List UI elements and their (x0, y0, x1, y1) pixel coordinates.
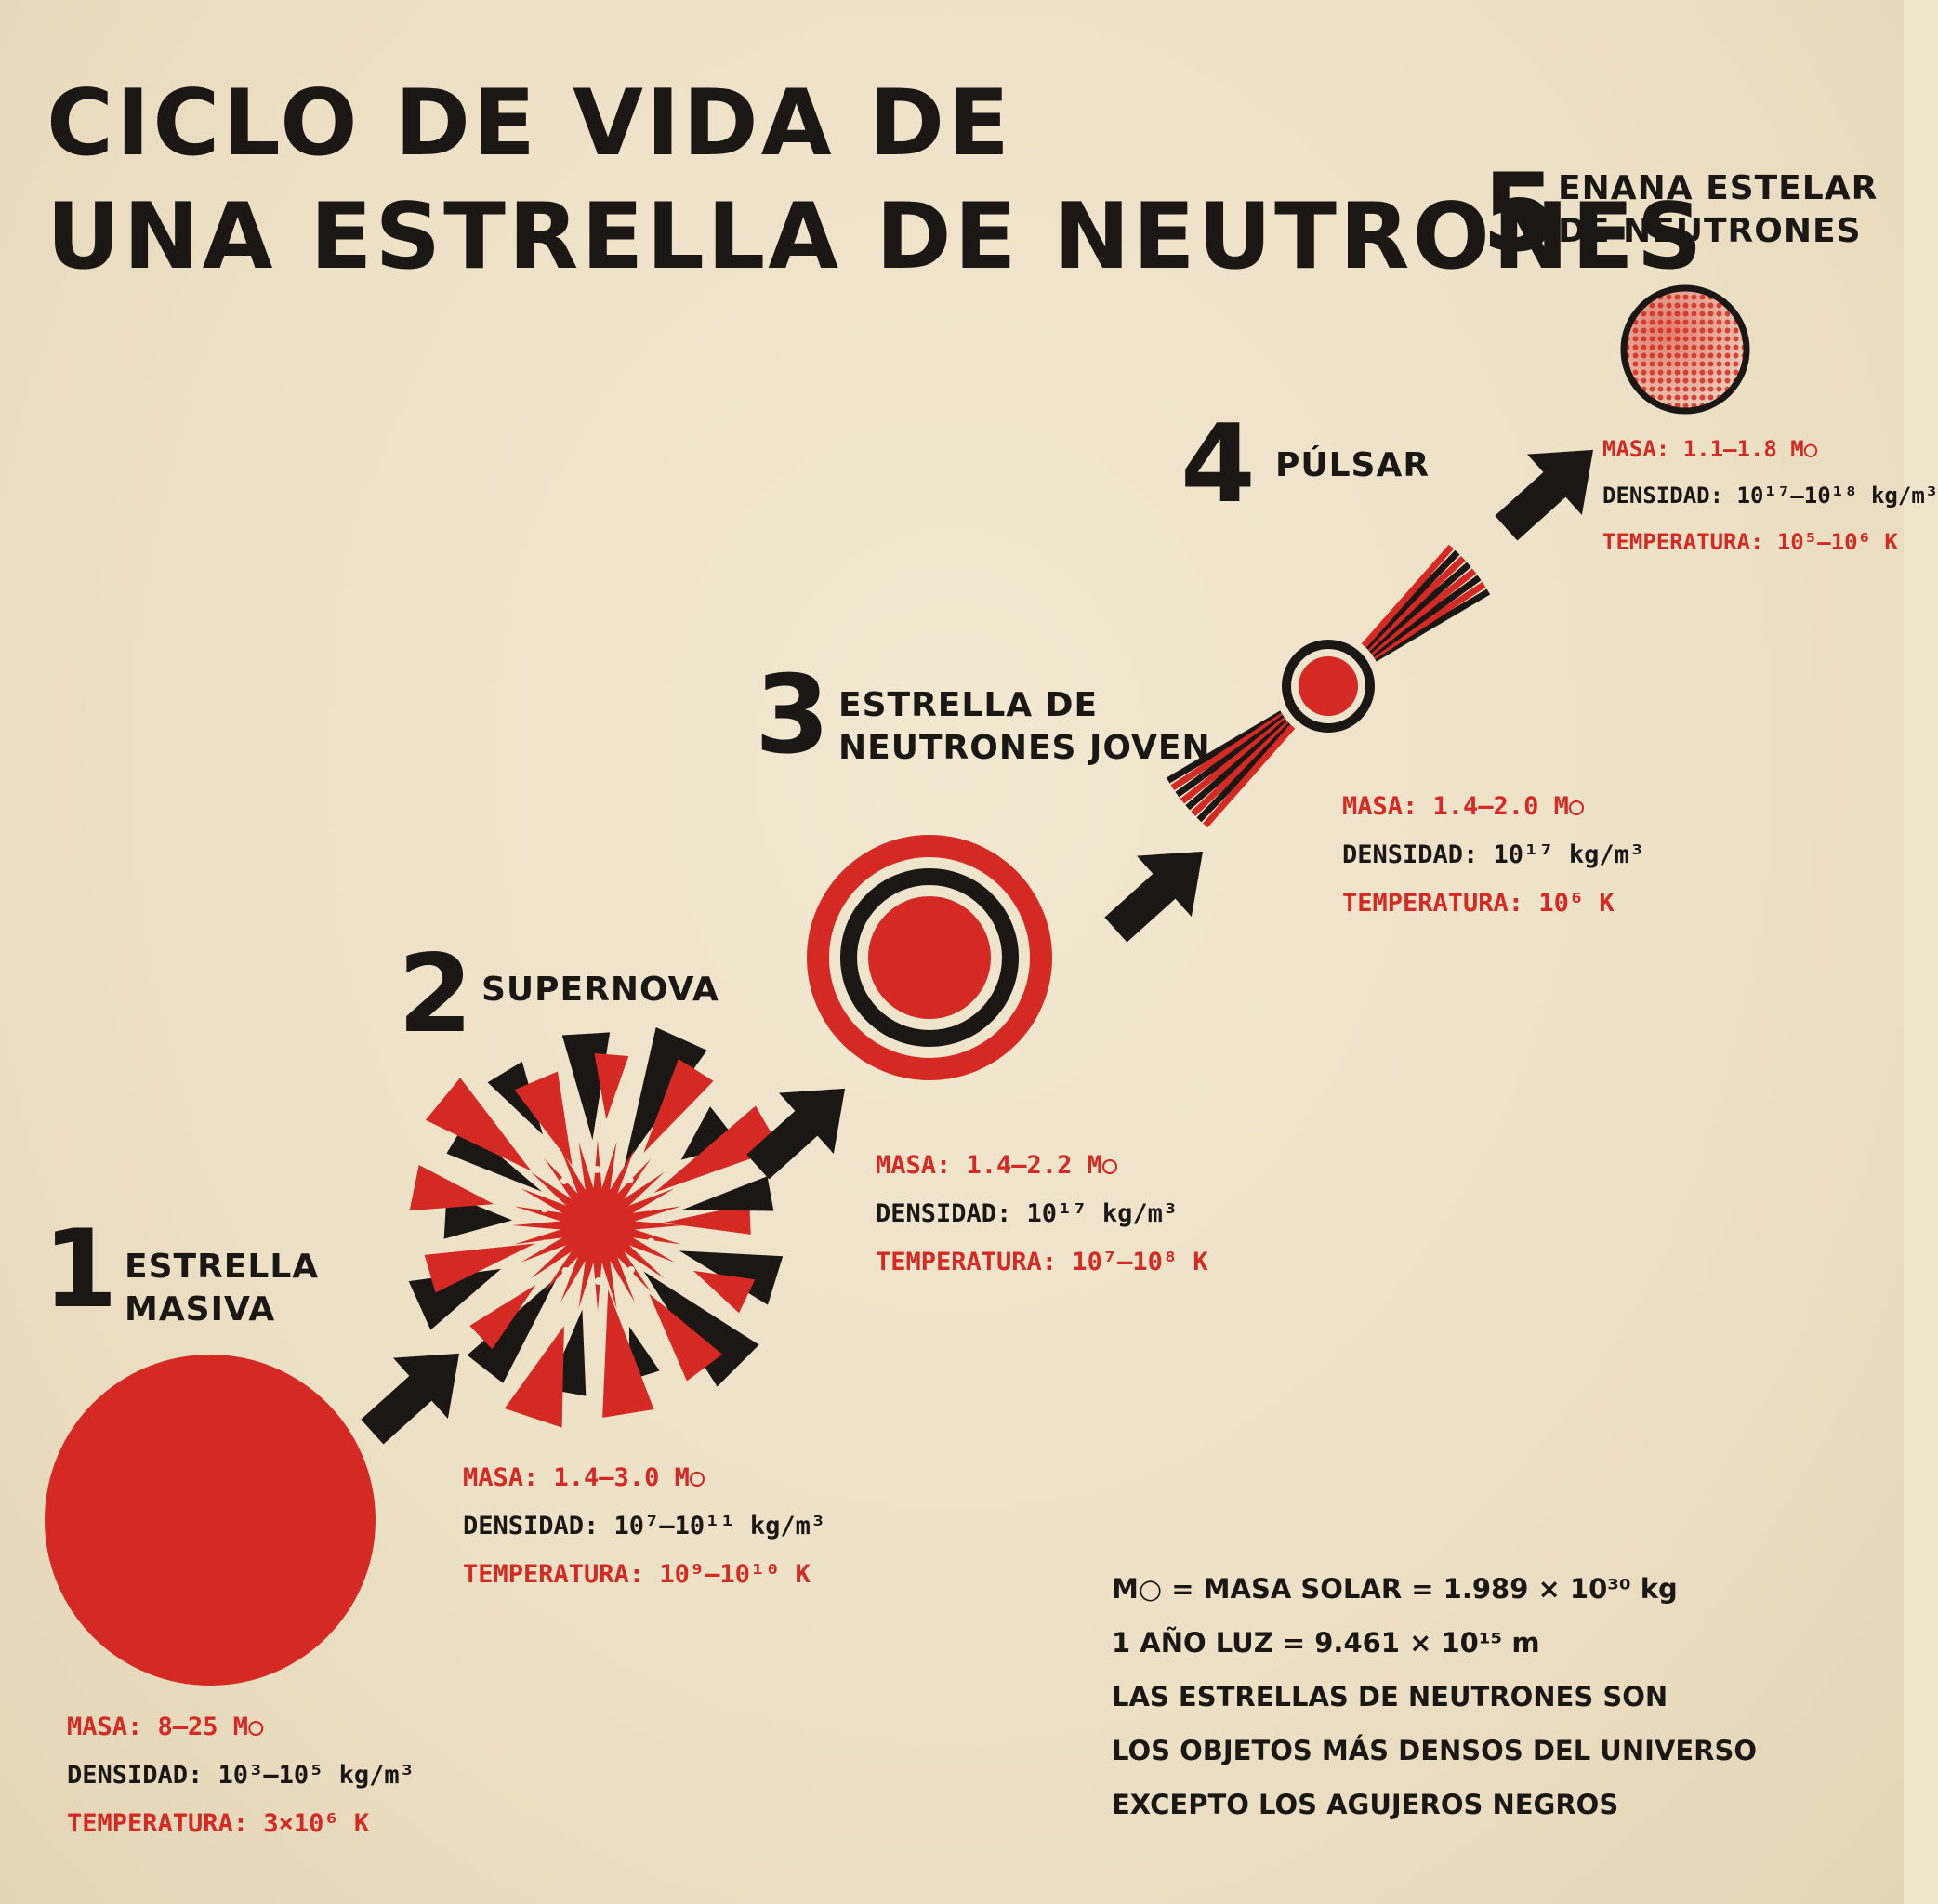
stage-3-name-line-2: NEUTRONES JOVEN (838, 729, 1211, 767)
stage-1-densidad: DENSIDAD: 10³–10⁵ kg/m³ (67, 1761, 415, 1790)
note-line-3: LAS ESTRELLAS DE NEUTRONES SON (1112, 1681, 1668, 1712)
stage-3-stats: MASA: 1.4–2.2 M○ DENSIDAD: 10¹⁷ kg/m³ TE… (876, 1142, 1208, 1287)
stage-4-name-line-1: PÚLSAR (1275, 446, 1430, 484)
title-line-1: CICLO DE VIDA DE (46, 71, 1013, 177)
stage-5-masa: MASA: 1.1–1.8 M○ (1602, 436, 1818, 462)
stage-4-stats: MASA: 1.4–2.0 M○ DENSIDAD: 10¹⁷ kg/m³ TE… (1342, 783, 1644, 928)
stage-3-name-line-1: ESTRELLA DE (838, 686, 1099, 724)
page-title: CICLO DE VIDA DE UNA ESTRELLA DE NEUTRON… (46, 67, 1705, 294)
stage-3-densidad: DENSIDAD: 10¹⁷ kg/m³ (876, 1199, 1179, 1228)
stage-4-name: PÚLSAR (1275, 444, 1430, 487)
stage-2-name-line-1: SUPERNOVA (481, 971, 719, 1009)
stage-1-name-line-1: ESTRELLA (125, 1248, 320, 1286)
stage-3-masa: MASA: 1.4–2.2 M○ (876, 1151, 1118, 1180)
stage-1-name-line-2: MASIVA (125, 1290, 276, 1329)
stage-2-name: SUPERNOVA (481, 969, 719, 1012)
stage-1-temperatura: TEMPERATURA: 3×10⁶ K (67, 1809, 370, 1838)
stage-4-temperatura: TEMPERATURA: 10⁶ K (1342, 889, 1615, 918)
stage-3-number: 3 (755, 653, 830, 778)
stage-2-densidad: DENSIDAD: 10⁷–10¹¹ kg/m³ (463, 1512, 826, 1540)
stage-2-masa: MASA: 1.4–3.0 M○ (463, 1463, 705, 1492)
stage-4-masa: MASA: 1.4–2.0 M○ (1342, 792, 1585, 821)
stage-1-stats: MASA: 8–25 M○ DENSIDAD: 10³–10⁵ kg/m³ TE… (67, 1703, 415, 1848)
concentric-rings-icon (807, 835, 1052, 1080)
title-line-2: UNA ESTRELLA DE NEUTRONES (46, 184, 1706, 290)
stage-4-number: 4 (1180, 402, 1256, 527)
red-star-disk-icon (45, 1355, 376, 1686)
halftone-dwarf-icon (1620, 284, 1750, 415)
stage-5-name-line-1: ENANA ESTELAR (1558, 169, 1879, 207)
notes-block: M○ = MASA SOLAR = 1.989 × 10³⁰ kg 1 AÑO … (1112, 1562, 1757, 1831)
note-light-year: 1 AÑO LUZ = 9.461 × 10¹⁵ m (1112, 1627, 1540, 1659)
stage-4-densidad: DENSIDAD: 10¹⁷ kg/m³ (1342, 840, 1645, 869)
stage-1-name: ESTRELLA MASIVA (125, 1246, 319, 1331)
stage-5-name: ENANA ESTELAR DE NEUTRONES (1558, 167, 1878, 253)
stage-1-masa: MASA: 8–25 M○ (67, 1712, 264, 1741)
supernova-burst-icon (408, 1027, 784, 1428)
stage-5-name-line-2: DE NEUTRONES (1558, 212, 1862, 250)
stage-2-temperatura: TEMPERATURA: 10⁹–10¹⁰ K (463, 1560, 811, 1589)
note-solar-mass: M○ = MASA SOLAR = 1.989 × 10³⁰ kg (1112, 1573, 1678, 1605)
stage-2-number: 2 (398, 932, 473, 1057)
stage-3-name: ESTRELLA DE NEUTRONES JOVEN (838, 684, 1211, 770)
pulsar-beams-icon (1166, 544, 1491, 828)
stage-3-temperatura: TEMPERATURA: 10⁷–10⁸ K (876, 1248, 1208, 1276)
stage-5-densidad: DENSIDAD: 10¹⁷–10¹⁸ kg/m³ (1602, 483, 1938, 509)
stage-1-number: 1 (43, 1207, 118, 1332)
note-line-4: LOS OBJETOS MÁS DENSOS DEL UNIVERSO (1112, 1735, 1758, 1766)
arrow-4-to-5-icon (1478, 419, 1621, 559)
stage-5-stats: MASA: 1.1–1.8 M○ DENSIDAD: 10¹⁷–10¹⁸ kg/… (1602, 426, 1938, 565)
stage-5-number: 5 (1482, 151, 1557, 276)
stage-5-temperatura: TEMPERATURA: 10⁵–10⁶ K (1602, 529, 1898, 555)
stage-2-stats: MASA: 1.4–3.0 M○ DENSIDAD: 10⁷–10¹¹ kg/m… (463, 1454, 825, 1599)
note-line-5: EXCEPTO LOS AGUJEROS NEGROS (1112, 1789, 1619, 1820)
arrow-3-to-4-icon (1088, 821, 1231, 960)
arrow-1-to-2-icon (344, 1323, 487, 1462)
